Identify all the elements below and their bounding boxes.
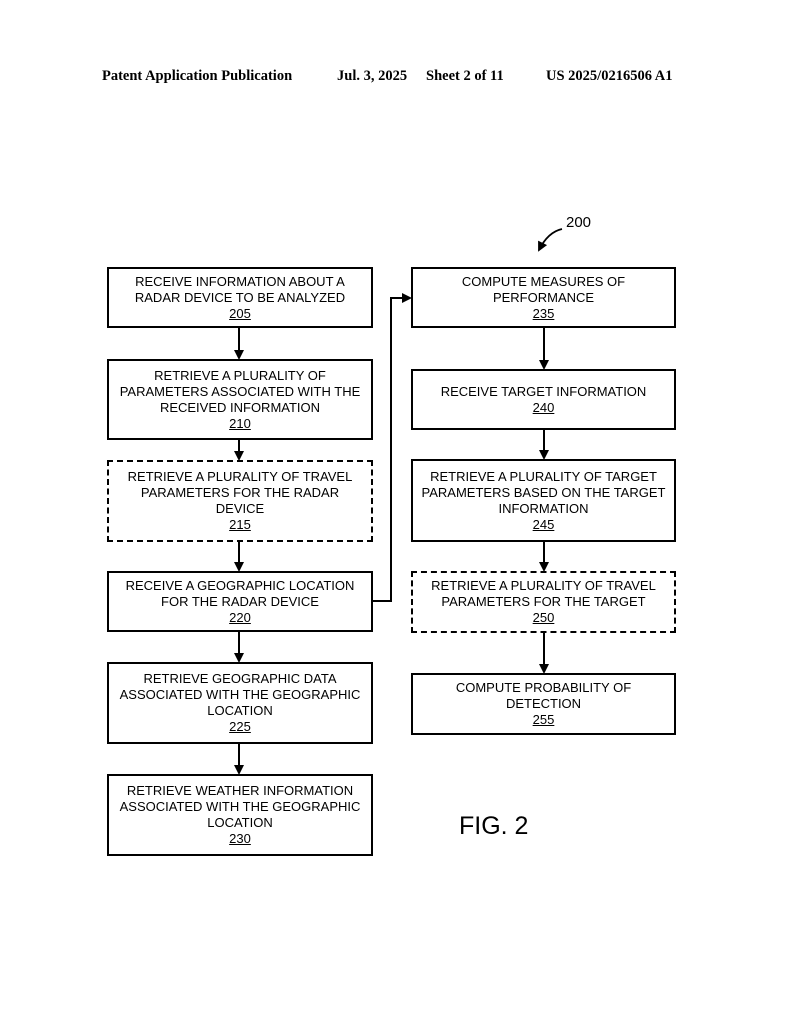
step-255-line-1: COMPUTE PROBABILITY OF xyxy=(455,680,632,695)
step-215-line-3: DEVICE xyxy=(215,501,265,516)
step-220-ref: 220 xyxy=(229,609,251,625)
step-205-line-1: RECEIVE INFORMATION ABOUT A xyxy=(135,273,345,289)
step-215-line-2: PARAMETERS FOR THE RADAR xyxy=(140,485,340,500)
step-245-line-2: PARAMETERS BASED ON THE TARGET xyxy=(421,484,666,500)
step-235-ref: 235 xyxy=(532,305,555,321)
step-230-line-1: RETRIEVE WEATHER INFORMATION xyxy=(126,783,354,798)
header-sheet: Sheet 2 of 11 xyxy=(426,68,504,84)
step-240-line-1: RECEIVE TARGET INFORMATION xyxy=(440,383,647,399)
step-245-line-1: RETRIEVE A PLURALITY OF TARGET xyxy=(430,468,657,484)
step-225-ref: 225 xyxy=(229,719,251,734)
header-publication: Patent Application Publication xyxy=(102,68,293,84)
step-250-line-2: PARAMETERS FOR THE TARGET xyxy=(441,594,646,609)
step-205-ref: 205 xyxy=(229,305,251,321)
step-210-line-1: RETRIEVE A PLURALITY OF xyxy=(154,367,326,383)
step-235-line-1: COMPUTE MEASURES OF xyxy=(461,273,626,289)
step-245-line-3: INFORMATION xyxy=(498,500,589,516)
step-230-ref: 230 xyxy=(229,831,251,846)
step-240-box: RECEIVE TARGET INFORMATION 240 xyxy=(411,369,676,430)
step-215-ref: 215 xyxy=(229,517,251,532)
figure-reference-number: 200 xyxy=(566,214,592,231)
reference-200-leader xyxy=(538,228,563,252)
step-210-line-3: RECEIVED INFORMATION xyxy=(159,399,321,415)
step-210-box: RETRIEVE A PLURALITY OF PARAMETERS ASSOC… xyxy=(107,359,373,440)
step-205-box: RECEIVE INFORMATION ABOUT A RADAR DEVICE… xyxy=(107,267,373,328)
connector-220-235 xyxy=(373,293,412,602)
step-230-box: RETRIEVE WEATHER INFORMATION ASSOCIATED … xyxy=(107,774,373,856)
step-230-line-3: LOCATION xyxy=(207,815,273,830)
step-215-box: RETRIEVE A PLURALITY OF TRAVEL PARAMETER… xyxy=(107,460,373,542)
step-230-line-2: ASSOCIATED WITH THE GEOGRAPHIC xyxy=(119,799,361,814)
step-250-line-1: RETRIEVE A PLURALITY OF TRAVEL xyxy=(431,578,656,593)
step-210-ref: 210 xyxy=(229,415,251,431)
step-210-line-2: PARAMETERS ASSOCIATED WITH THE xyxy=(119,383,361,399)
step-235-line-2: PERFORMANCE xyxy=(492,289,595,305)
header-number: US 2025/0216506 A1 xyxy=(546,68,673,84)
step-255-box: COMPUTE PROBABILITY OF DETECTION 255 xyxy=(411,673,676,735)
step-220-box: RECEIVE A GEOGRAPHIC LOCATION FOR THE RA… xyxy=(107,571,373,632)
step-225-line-1: RETRIEVE GEOGRAPHIC DATA xyxy=(143,671,337,686)
step-250-box: RETRIEVE A PLURALITY OF TRAVEL PARAMETER… xyxy=(411,571,676,633)
step-205-line-2: RADAR DEVICE TO BE ANALYZED xyxy=(134,289,346,305)
step-250-ref: 250 xyxy=(532,610,555,625)
step-220-line-2: FOR THE RADAR DEVICE xyxy=(161,593,319,609)
step-255-ref: 255 xyxy=(532,712,555,727)
step-225-line-2: ASSOCIATED WITH THE GEOGRAPHIC xyxy=(119,687,361,702)
step-240-ref: 240 xyxy=(532,399,555,415)
step-245-ref: 245 xyxy=(532,516,555,532)
step-220-line-1: RECEIVE A GEOGRAPHIC LOCATION xyxy=(125,577,355,593)
step-235-box: COMPUTE MEASURES OF PERFORMANCE 235 xyxy=(411,267,676,328)
step-225-box: RETRIEVE GEOGRAPHIC DATA ASSOCIATED WITH… xyxy=(107,662,373,744)
figure-label: FIG. 2 xyxy=(459,812,529,840)
step-225-line-3: LOCATION xyxy=(207,703,273,718)
header-date: Jul. 3, 2025 xyxy=(337,68,408,84)
step-245-box: RETRIEVE A PLURALITY OF TARGET PARAMETER… xyxy=(411,459,676,542)
step-215-line-1: RETRIEVE A PLURALITY OF TRAVEL xyxy=(127,469,353,484)
step-255-line-2: DETECTION xyxy=(505,696,582,711)
